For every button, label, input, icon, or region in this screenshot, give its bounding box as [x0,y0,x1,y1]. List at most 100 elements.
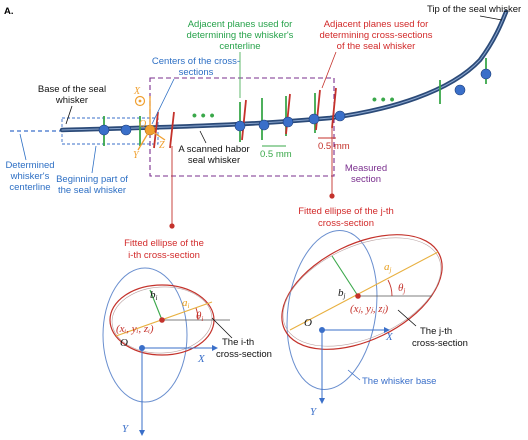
theta-i-label: θi [196,310,203,323]
o-i-label: O [120,337,128,349]
whisker-base-label: The whisker base [362,376,436,387]
svg-text:cross-section: cross-section [216,349,272,360]
svg-text:Centers of the cross-: Centers of the cross- [152,56,240,67]
svg-text:i-th cross-section: i-th cross-section [128,250,200,261]
leader-j-dot [329,193,335,199]
base-leader [65,105,73,125]
svg-text:whisker's: whisker's [10,171,50,182]
jth-section-label: The j-th cross-section [412,326,468,349]
svg-text:determining the whisker's: determining the whisker's [187,30,294,41]
svg-text:Adjacent planes used for: Adjacent planes used for [188,19,293,30]
ellipse-j-title: Fitted ellipse of the j-th cross-section [298,206,394,229]
origin-j [319,327,325,333]
svg-text:The j-th: The j-th [420,326,452,337]
svg-text:A scanned habor: A scanned habor [178,144,249,155]
y-i-label: Y [122,423,130,435]
svg-text:Fitted ellipse of the: Fitted ellipse of the [124,238,204,249]
svg-text:Measured: Measured [345,163,387,174]
svg-text:The i-th: The i-th [222,337,254,348]
scanned-leader [199,130,207,144]
green-spacing-label: 0.5 mm [260,149,292,160]
theta-arc-j [387,279,393,297]
green-dots-2: • • • [372,91,395,107]
fitted-ellipse-j [281,234,443,350]
svg-text:section: section [351,174,381,185]
point-i-label: (xᵢ, yᵢ, zᵢ) [116,323,154,335]
base-label: Base of the seal whisker [38,84,106,106]
x-axis-out-icon [134,95,146,107]
green-planes [103,58,487,146]
svg-text:Beginning part of: Beginning part of [56,174,128,185]
svg-text:cross-section: cross-section [318,218,374,229]
b-j-label: bj [338,287,346,300]
centers-leader [151,78,175,125]
center-dots [98,68,492,136]
leader-i-dot [169,223,175,229]
svg-text:centerline: centerline [9,182,50,193]
svg-text:Adjacent planes used for: Adjacent planes used for [324,19,429,30]
theta-j-label: θj [398,282,405,295]
svg-text:centerline: centerline [219,41,260,52]
a-i-label: ai [182,297,190,310]
minor-axis-j [331,255,359,297]
a-j-label: aj [384,261,392,274]
svg-text:Base of the seal: Base of the seal [38,84,106,95]
minor-axis-i [149,289,163,321]
measured-label: Measured section [345,163,387,185]
green-planes-label: Adjacent planes used for determining the… [187,19,294,52]
beginning-label: Beginning part of the seal whisker [56,174,128,196]
x-j-label: X [385,331,394,343]
beginning-leader [91,145,97,174]
axis-o-top: O [139,119,146,130]
tip-leader [479,15,503,21]
ellipse-i-title: Fitted ellipse of the i-th cross-section [124,238,204,261]
svg-text:sections: sections [179,67,214,78]
axis-x-top: X [133,86,141,97]
major-axis-j [289,251,439,331]
center-i [159,317,165,323]
whisker-outline-i [102,267,188,403]
svg-text:cross-section: cross-section [412,338,468,349]
ellipse-i-trace [111,286,213,354]
svg-text:of the seal whisker: of the seal whisker [337,41,416,52]
y-arrow-j [319,398,325,404]
y-arrow-i [139,430,145,436]
green-dots: • • • [192,107,215,123]
red-spacing-label: 0.5 mm [318,141,350,152]
ith-section-label: The i-th cross-section [216,337,272,360]
x-i-label: X [197,353,206,365]
centers-label: Centers of the cross- sections [152,56,240,78]
svg-text:whisker: whisker [55,95,88,106]
axis-y-top: Y [133,150,140,161]
origin-i [139,345,145,351]
whisker-base-leader [347,369,361,381]
panel-label: A. [4,6,14,17]
ith-leader [211,317,233,339]
svg-text:Fitted ellipse of the j-th: Fitted ellipse of the j-th [298,206,394,217]
svg-text:Determined: Determined [5,160,54,171]
scanned-label: A scanned habor seal whisker [178,144,249,166]
axis-z-top: Z [159,140,165,151]
center-j [355,293,361,299]
origin-axes [137,96,166,151]
b-i-label: bi [150,289,158,302]
x-arrow-j [384,327,390,333]
tip-label: Tip of the seal whisker [427,4,521,15]
red-planes-label: Adjacent planes used for determining cro… [320,19,433,52]
svg-text:determining cross-sections: determining cross-sections [320,30,433,41]
svg-text:the seal whisker: the seal whisker [58,185,126,196]
svg-text:seal whisker: seal whisker [188,155,240,166]
whisker-outline-j [286,230,378,390]
determined-leader [19,133,27,161]
red-leader [321,51,337,89]
jth-leader [397,309,417,327]
theta-arc-i [195,307,199,321]
o-j-label: O [304,317,312,329]
point-j-label: (xⱼ, yⱼ, zⱼ) [350,303,388,315]
y-j-label: Y [310,406,318,418]
x-arrow-i [212,345,218,351]
ellipse-j-trace [282,237,442,347]
determined-label: Determined whisker's centerline [5,160,54,193]
x-axis-dot [138,99,142,103]
